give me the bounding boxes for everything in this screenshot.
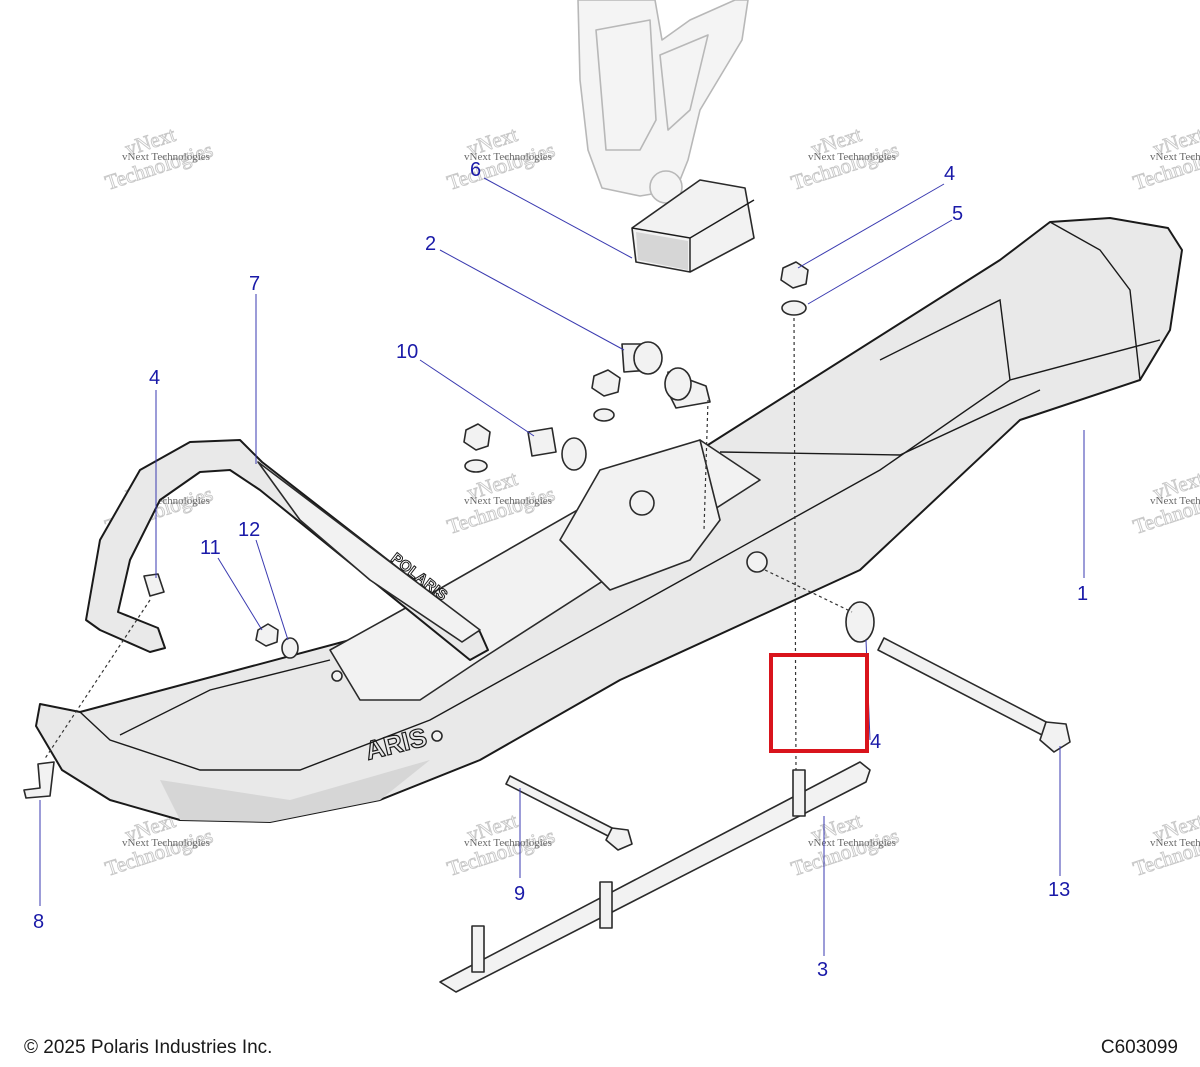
part-4-nut-top [780,261,809,289]
part-1-ski-body: ARIS [35,217,1183,823]
part-4-fastener-left [143,573,165,597]
callout-12: 12 [238,519,260,541]
part-3-carbide-runner [439,761,871,993]
svg-text:vNext Technologies: vNext Technologies [1150,495,1200,507]
washer [464,459,488,473]
callout-8: 8 [33,911,44,933]
svg-text:vNext Technologies: vNext Technologies [1150,151,1200,163]
svg-text:vNext Technologies: vNext Technologies [122,837,210,849]
svg-text:vNext Technologies: vNext Technologies [122,151,210,163]
part-6-bumper [631,179,755,273]
callout-4-right: 4 [870,731,881,753]
part-4-washer-right [845,601,875,643]
callout-2: 2 [425,233,436,255]
svg-text:vNext Technologies: vNext Technologies [808,151,896,163]
washer [593,408,615,422]
callout-4-top: 4 [944,163,955,185]
leader-lines [39,177,1085,956]
watermark: vNext Technologies vNext Technologies [102,122,217,196]
part-11-nut [255,623,279,647]
watermark: vNext Technologies vNext Technologies [444,808,559,882]
watermark: vNext Technologies vNext Technologies [444,122,559,196]
part-5-washer [781,300,807,316]
part-12-washer [281,637,299,659]
callout-4-left: 4 [149,367,160,389]
part-13-spindle-bolt [877,637,1071,753]
callout-10: 10 [396,341,418,363]
nut [463,423,491,451]
spindle-assembly [577,0,749,204]
watermark: vNext Technologies vNext Technologies [1130,808,1200,882]
callout-6: 6 [470,159,481,181]
svg-text:vNext Technologies: vNext Technologies [1150,837,1200,849]
copyright-text: © 2025 Polaris Industries Inc. [24,1037,273,1058]
watermark: vNext Technologies vNext Technologies [444,466,559,540]
part-7-handle: POLARIS [85,439,489,661]
svg-text:vNext Technologies: vNext Technologies [464,495,552,507]
part-2-washer-a [633,341,663,375]
nut [591,369,621,397]
diagram-code: C603099 [1100,1037,1178,1058]
part-10-washer [561,437,587,471]
part-2-washer-b [664,367,692,401]
hardware [23,261,875,799]
svg-text:vNext Technologies: vNext Technologies [808,837,896,849]
callouts: 6 4 5 2 7 10 4 11 12 1 4 13 9 8 3 [33,159,1088,981]
selection-highlight-box [769,653,869,753]
callout-11: 11 [200,537,221,559]
callout-7: 7 [249,273,260,295]
callout-13: 13 [1048,879,1070,901]
callout-9: 9 [514,883,525,905]
svg-text:vNext Technologies: vNext Technologies [464,151,552,163]
callout-1: 1 [1077,583,1088,605]
callout-3: 3 [817,959,828,981]
svg-text:vNext Technologies: vNext Technologies [464,837,552,849]
callout-5: 5 [952,203,963,225]
alignment-lines [43,317,853,771]
watermark: vNext Technologies vNext Technologies [1130,466,1200,540]
watermark: vNext Technologies vNext Technologies [1130,122,1200,196]
watermark: vNext Technologies vNext Technologies [788,808,903,882]
part-9-runner-bolt [505,775,633,851]
part-10-bushing [527,427,557,457]
part-8-rivet [23,761,55,799]
watermark: vNext Technologies vNext Technologies [788,122,903,196]
